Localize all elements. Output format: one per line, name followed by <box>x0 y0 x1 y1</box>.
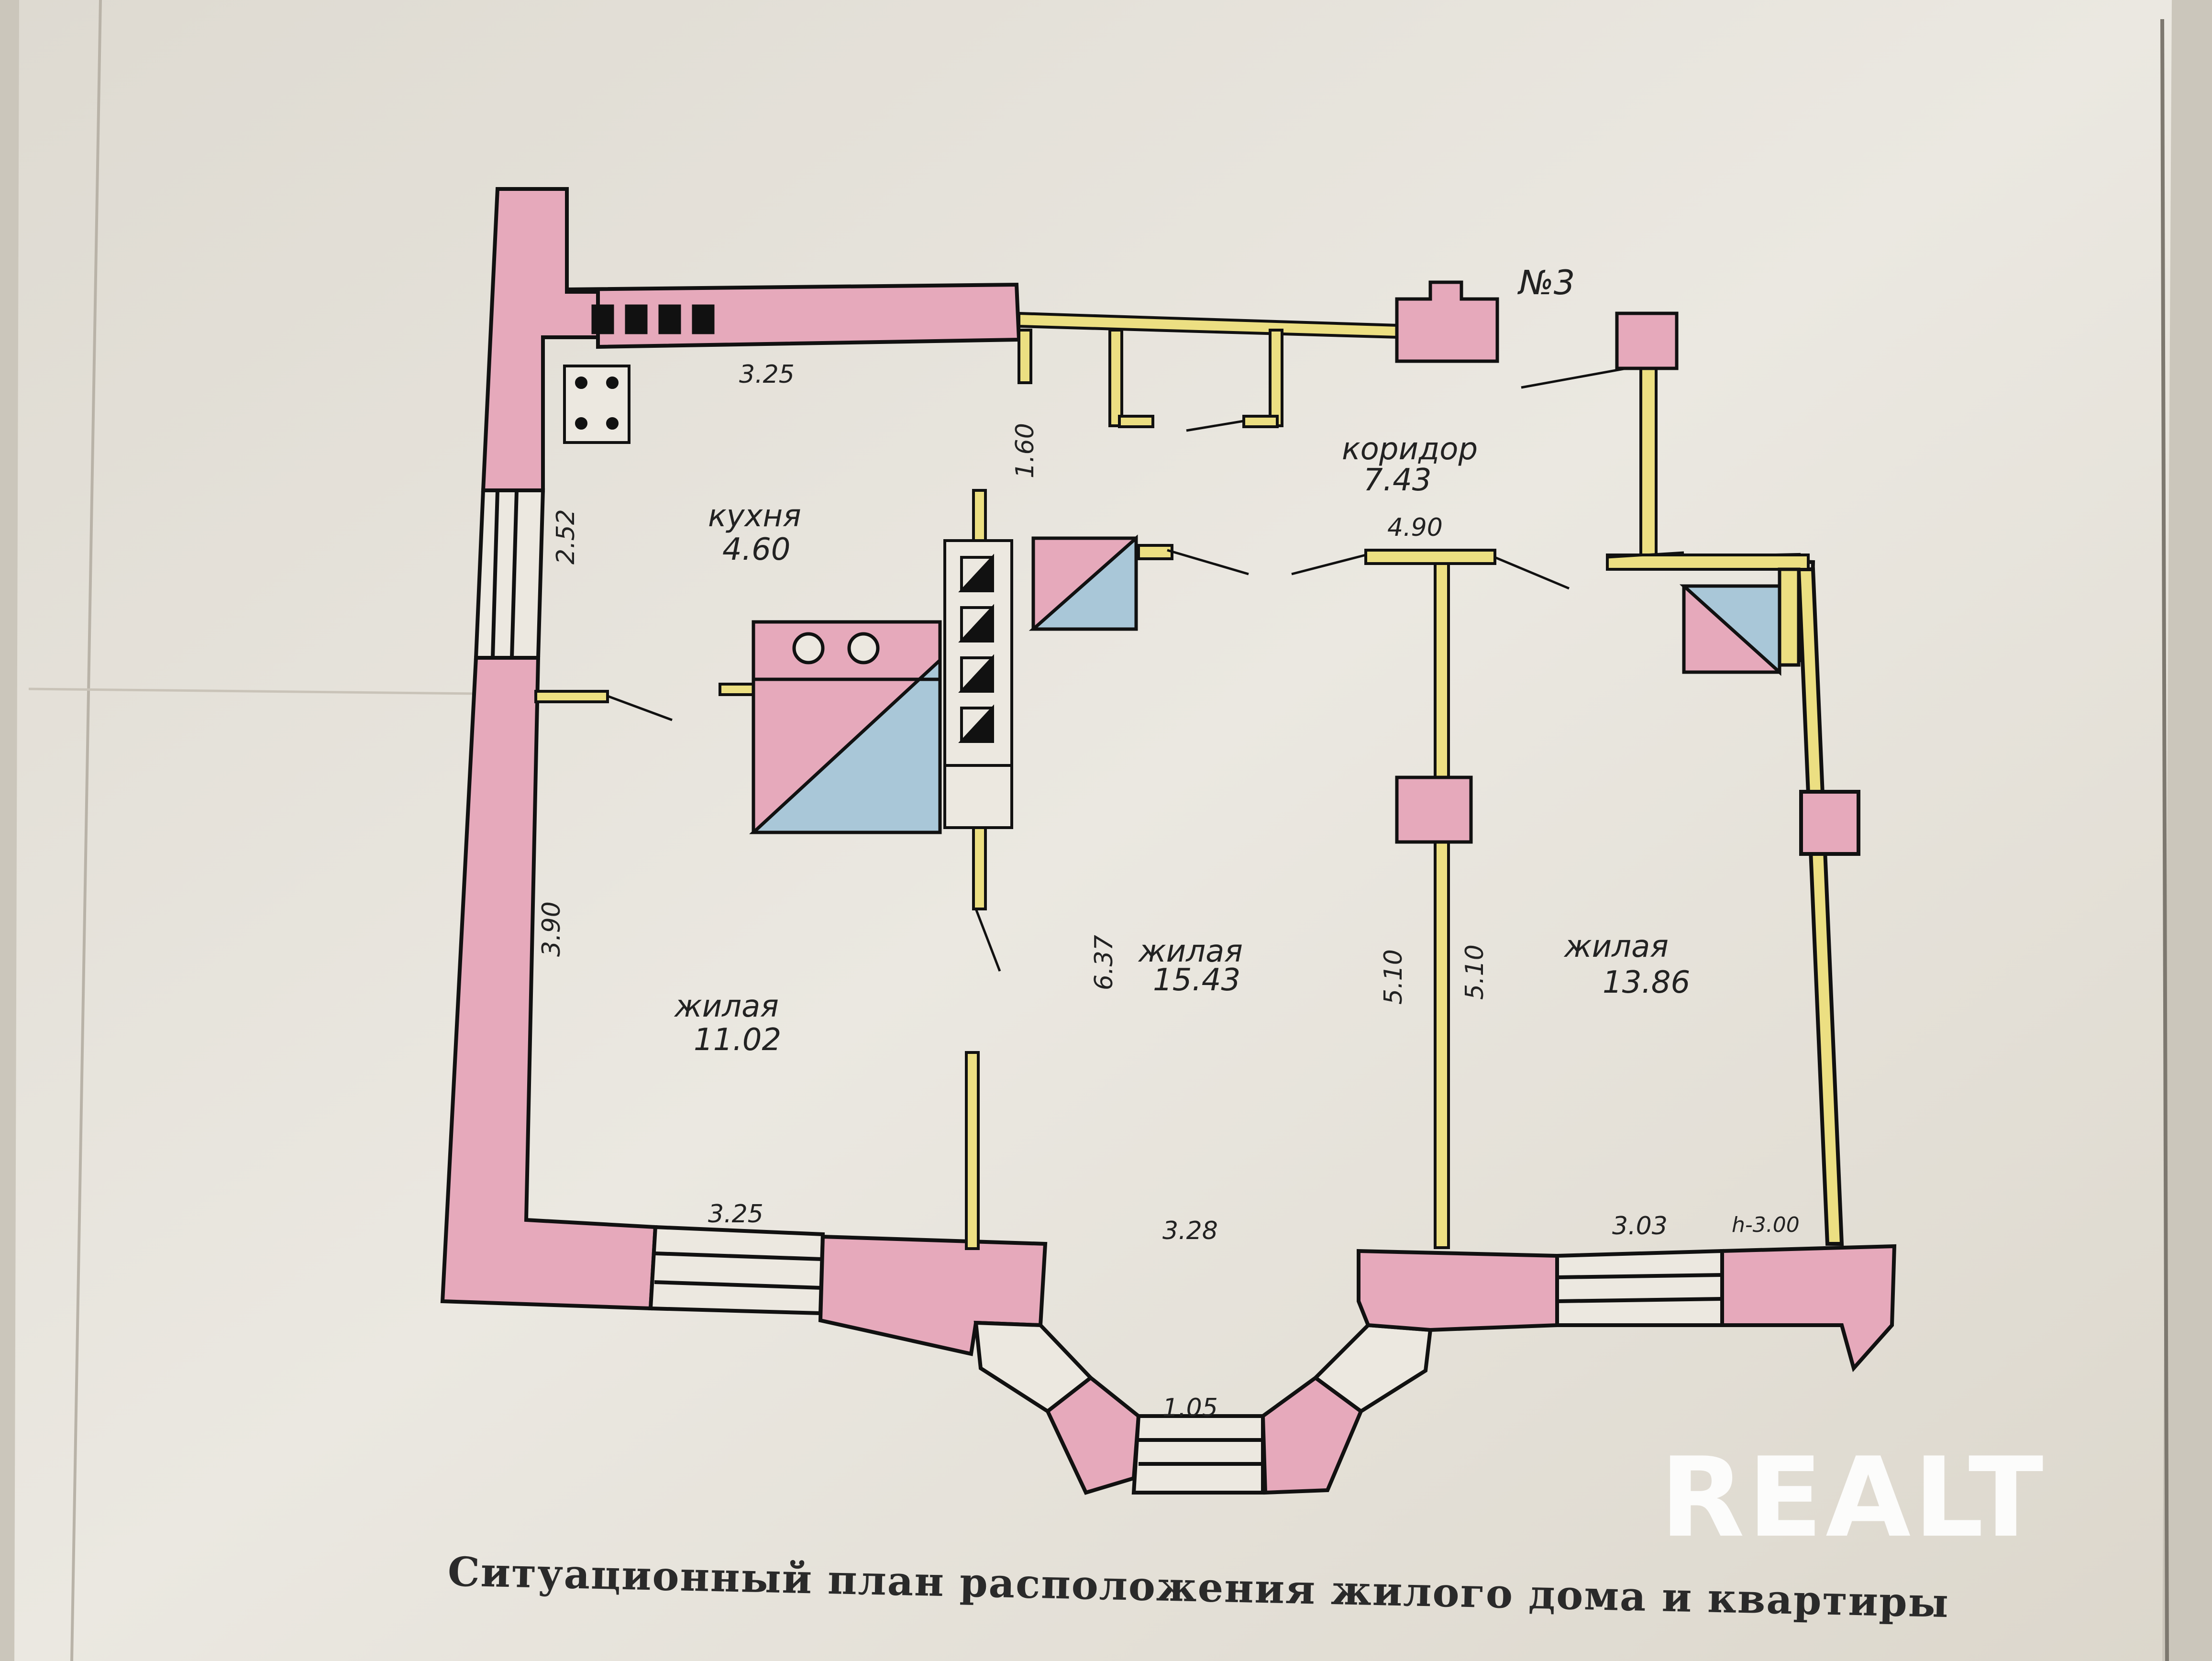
bay-window-center <box>1131 1414 1265 1495</box>
dim-kitchen-side: 2.52 <box>552 509 580 565</box>
dim-bottom-left: 3.25 <box>708 1200 763 1229</box>
bottom-right-wall <box>1720 1244 1897 1373</box>
room-living-right-name: жилая <box>1563 929 1669 964</box>
bottom-window-right <box>1555 1249 1724 1327</box>
room-corridor-area: 7.43 <box>1363 463 1432 498</box>
dim-bottom-right: 3.03 <box>1612 1212 1668 1240</box>
heating-stove-column <box>943 539 1013 829</box>
stove-right <box>1679 567 1801 676</box>
door-swings <box>607 367 1684 972</box>
exterior-walls <box>440 187 1897 1495</box>
room-living-right-area: 13.86 <box>1603 965 1690 1000</box>
bay-corner-right <box>1261 1375 1363 1495</box>
room-kitchen-name: кухня <box>708 498 801 534</box>
chimney-blocks <box>1395 280 1679 844</box>
dim-kitchen-top: 3.25 <box>739 360 795 389</box>
dim-ceiling-height: h-3.00 <box>1732 1213 1800 1237</box>
dim-corridor-wall: 4.90 <box>1387 513 1443 542</box>
realt-watermark-logo: REALT <box>1660 1434 2046 1562</box>
column-center <box>1395 775 1473 844</box>
kitchen-stove <box>563 365 630 444</box>
room-living-left-name: жилая <box>674 989 779 1024</box>
room-corridor-name: коридор <box>1342 432 1478 467</box>
bottom-window-left <box>648 1225 825 1316</box>
tiled-stoves <box>749 534 1801 834</box>
chimney-right-top <box>1615 311 1679 370</box>
interior-partitions <box>534 311 1810 1250</box>
dim-right-partition-b: 5.10 <box>1460 944 1489 1000</box>
room-living-center-area: 15.43 <box>1153 963 1240 998</box>
stove-center <box>1029 534 1138 631</box>
apartment-number-label: №3 <box>1517 263 1575 302</box>
dim-left-wall: 3.90 <box>537 901 566 957</box>
right-wall-pier <box>1799 790 1860 856</box>
dim-kitchen-partition: 1.60 <box>1011 423 1040 478</box>
apartment-number: №3 <box>1517 263 1575 302</box>
left-window-upper <box>474 488 545 660</box>
dim-bottom-middle: 3.28 <box>1162 1217 1218 1245</box>
room-kitchen-area: 4.60 <box>722 532 791 567</box>
dim-right-partition-a: 5.10 <box>1379 949 1408 1005</box>
room-living-center-name: жилая <box>1138 934 1243 969</box>
bay-pier-right <box>1357 1249 1559 1332</box>
dimension-labels: 3.25 2.52 1.60 4.90 3.90 3.25 3.28 3.03 … <box>537 360 1800 1422</box>
dim-center-depth: 6.37 <box>1090 935 1118 990</box>
dim-bay-window: 1.05 <box>1162 1394 1218 1422</box>
room-living-left-area: 11.02 <box>694 1022 781 1058</box>
bay-window-right-angled <box>1312 1323 1433 1414</box>
ventilation-block <box>591 304 715 334</box>
chimney-apartment-3 <box>1395 280 1499 363</box>
kitchen-range <box>749 620 942 834</box>
room-labels: кухня 4.60 коридор 7.43 жилая 15.43 жила… <box>674 432 1690 1058</box>
